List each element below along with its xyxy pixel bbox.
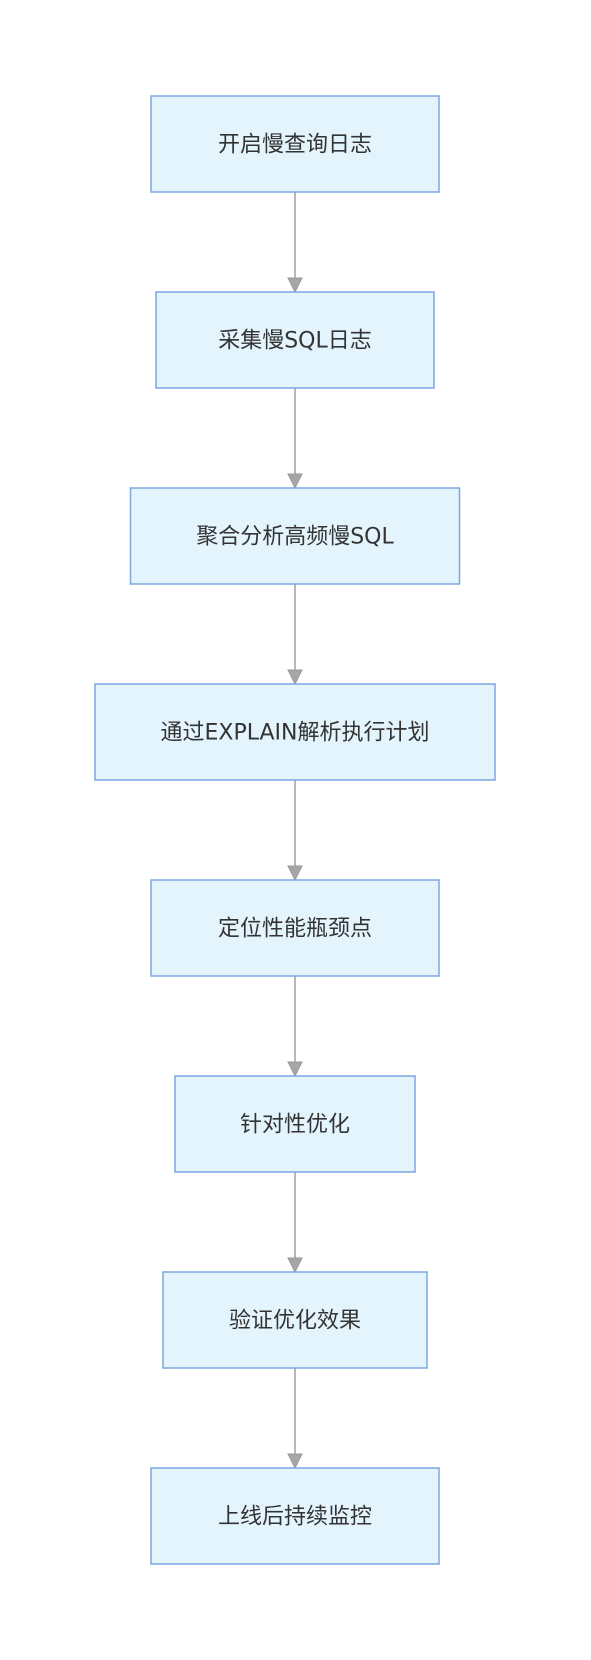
flow-step-label: 采集慢SQL日志 [218, 329, 372, 354]
flow-arrow [287, 1172, 303, 1274]
flow-step-box [174, 1075, 416, 1173]
flow-step-box [150, 95, 440, 193]
flow-step-node: 定位性能瓶颈点 [150, 879, 440, 977]
flow-step-node: 聚合分析高频慢SQL [129, 487, 461, 585]
flow-arrow [287, 780, 303, 882]
flow-step-box [150, 1467, 440, 1565]
flow-arrow-head-icon [287, 277, 303, 294]
flow-step-box [162, 1271, 428, 1369]
flow-arrow-head-icon [287, 1453, 303, 1470]
flow-arrow-head-icon [287, 473, 303, 490]
flow-step-box [94, 683, 496, 781]
flow-arrow-head-icon [287, 1061, 303, 1078]
flow-step-label: 验证优化效果 [229, 1309, 361, 1334]
flow-step-node: 通过EXPLAIN解析执行计划 [94, 683, 496, 781]
flow-step-label: 通过EXPLAIN解析执行计划 [161, 721, 430, 746]
flow-step-label: 开启慢查询日志 [218, 133, 372, 158]
flow-step-node: 上线后持续监控 [150, 1467, 440, 1565]
flow-step-box [150, 879, 440, 977]
flow-arrow-head-icon [287, 865, 303, 882]
flow-arrow [287, 192, 303, 294]
flow-arrow [287, 584, 303, 686]
flow-step-label: 针对性优化 [240, 1113, 350, 1138]
flow-step-node: 针对性优化 [174, 1075, 416, 1173]
flow-arrow [287, 1368, 303, 1470]
flow-step-node: 验证优化效果 [162, 1271, 428, 1369]
flow-step-label: 定位性能瓶颈点 [218, 917, 372, 942]
flow-arrow-head-icon [287, 1257, 303, 1274]
flow-arrow [287, 976, 303, 1078]
flow-step-box [155, 291, 435, 389]
flow-step-node: 采集慢SQL日志 [155, 291, 435, 389]
flow-step-box [129, 487, 461, 585]
flow-arrow [287, 388, 303, 490]
flow-step-label: 聚合分析高频慢SQL [196, 525, 394, 550]
flow-step-node: 开启慢查询日志 [150, 95, 440, 193]
flow-step-label: 上线后持续监控 [218, 1505, 372, 1530]
flow-arrow-head-icon [287, 669, 303, 686]
